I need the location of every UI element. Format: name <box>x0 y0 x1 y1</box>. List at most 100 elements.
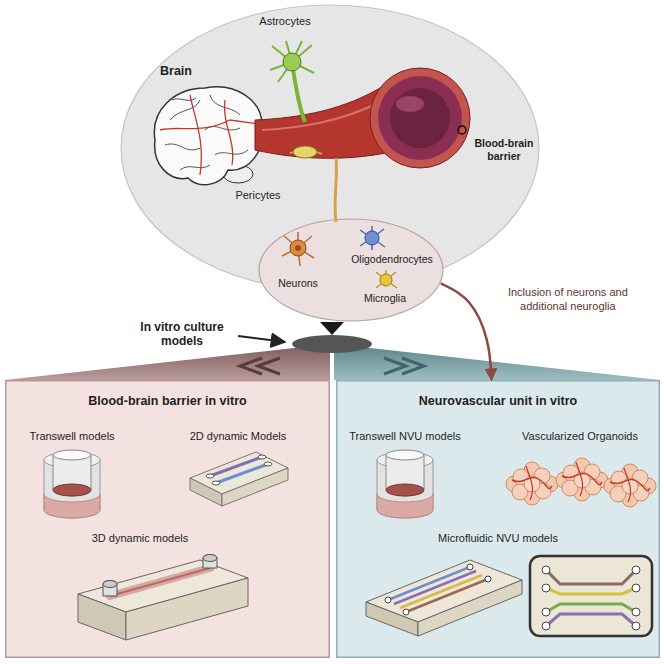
culture-hub <box>238 336 285 342</box>
edge-label: Inclusion of neurons and additional neur… <box>499 286 637 312</box>
model-fan <box>258 358 280 374</box>
chip-2d-drawing <box>206 474 214 478</box>
cell-label: Pericytes <box>225 189 291 202</box>
organ-label: Brain <box>151 64 201 79</box>
brain-drawing <box>160 95 258 175</box>
blood-vessel <box>370 68 470 168</box>
nvu-chip-drawing <box>546 614 636 626</box>
flow-label: In vitro culture models <box>127 320 237 349</box>
panel-heading: Blood-brain barrier in vitro <box>5 394 330 409</box>
cell-label: Oligodendrocytes <box>346 253 438 266</box>
neuron-drawing <box>295 245 301 251</box>
transwell-drawing <box>377 450 433 518</box>
culture-hub <box>238 322 372 353</box>
chip-2d-drawing <box>264 462 272 466</box>
edge-label-holder: Inclusion of neurons and additional neur… <box>499 286 637 312</box>
culture-hub <box>292 335 372 353</box>
panel-heading-holder: Blood-brain barrier in vitro <box>5 394 330 409</box>
nvu-chip-drawing <box>542 622 550 630</box>
model-caption-holder: Transwell models <box>12 430 132 443</box>
chip-3d-drawing <box>103 581 117 588</box>
brain-drawing <box>165 95 248 170</box>
nvu-chip-drawing <box>542 584 550 592</box>
panel-heading-holder: Neurovascular unit in vitro <box>336 394 660 409</box>
nvu-chip-drawing <box>485 576 491 582</box>
organ-label-holder: Brain <box>151 64 201 79</box>
nvu-chip-drawing <box>546 604 636 612</box>
cell-label: Microglia <box>357 292 413 305</box>
culture-hub <box>320 322 344 335</box>
ellipse-outline <box>258 218 444 322</box>
nvu-chip-drawing <box>632 622 640 630</box>
cell-label-holder: Neurons <box>268 277 328 290</box>
flow-label-holder: In vitro culture models <box>127 320 237 349</box>
panel-outline <box>336 380 660 658</box>
model-caption-holder: Vascularized Organoids <box>515 430 645 443</box>
chip-3d-drawing <box>103 581 117 597</box>
model-caption: Vascularized Organoids <box>515 430 645 443</box>
model-caption-holder: Transwell NVU models <box>340 430 470 443</box>
cell-label-holder: Microglia <box>357 292 413 305</box>
panel-heading: Neurovascular unit in vitro <box>336 394 660 409</box>
pericyte-drawing <box>335 158 336 222</box>
chip-2d-drawing <box>258 455 266 459</box>
pericyte-drawing <box>293 146 317 158</box>
brain-overview-ellipse: AstrocytesBrainBlood-brain barrierPericy… <box>120 4 540 292</box>
curved-arrow <box>441 283 492 380</box>
blood-vessel <box>390 88 450 148</box>
blood-vessel <box>378 76 462 160</box>
nvu-chip-drawing <box>530 556 652 636</box>
model-fan <box>5 344 330 380</box>
cell-label: Neurons <box>268 277 328 290</box>
brain-drawing <box>154 87 262 185</box>
astrocyte-drawing <box>283 53 301 71</box>
model-caption-holder: 3D dynamic models <box>70 532 210 545</box>
nvu-chip-drawing <box>542 566 550 574</box>
cell-label: Astrocytes <box>245 15 325 28</box>
nvu-chip-drawing <box>546 570 636 584</box>
chip-3d-drawing <box>203 555 217 562</box>
nvu-chip-drawing <box>403 609 409 615</box>
nvu-chip-drawing <box>385 597 391 603</box>
blood-vessel <box>458 126 466 134</box>
blood-vessel <box>396 96 424 112</box>
model-caption-holder: Microfluidic NVU models <box>423 532 573 545</box>
brain-drawing <box>154 87 262 185</box>
panel-outline <box>6 381 330 658</box>
model-caption: 3D dynamic models <box>70 532 210 545</box>
nvu-chip-drawing <box>530 556 652 636</box>
cell-label-holder: Oligodendrocytes <box>346 253 438 266</box>
neural-cells-ellipse: Neurons OligodendrocytesMicroglia <box>258 218 444 322</box>
chip-2d-drawing <box>212 481 220 485</box>
neuron-drawing <box>290 240 306 256</box>
nvu-chip-drawing <box>542 608 550 616</box>
cell-label-holder: Pericytes <box>225 189 291 202</box>
chip-2d-drawing <box>216 464 268 483</box>
model-panel: Neurovascular unit in vitro <box>336 380 660 658</box>
nvu-chip-drawing <box>632 584 640 592</box>
nvu-chip-drawing <box>632 566 640 574</box>
microglia-drawing <box>380 274 392 286</box>
model-caption: 2D dynamic Models <box>173 430 303 443</box>
chip-3d-drawing <box>203 555 217 569</box>
nvu-chip-drawing <box>632 608 640 616</box>
organoid-drawing <box>506 458 656 507</box>
panel-outline <box>5 380 330 658</box>
nvu-chip-drawing <box>546 588 636 594</box>
oligodendrocyte-drawing <box>365 231 379 245</box>
model-caption-holder: 2D dynamic Models <box>173 430 303 443</box>
panel-outline <box>337 381 660 658</box>
transwell-drawing <box>44 450 100 518</box>
model-fan <box>384 358 406 374</box>
model-fan <box>334 344 660 380</box>
model-caption: Transwell models <box>12 430 132 443</box>
ellipse-outline <box>259 219 443 321</box>
structure-label: Blood-brain barrier <box>472 137 536 162</box>
structure-label-holder: Blood-brain barrier <box>472 137 536 162</box>
model-panel: Blood-brain barrier in vitro <box>5 380 330 658</box>
cell-label-holder: Astrocytes <box>245 15 325 28</box>
model-caption: Microfluidic NVU models <box>423 532 573 545</box>
